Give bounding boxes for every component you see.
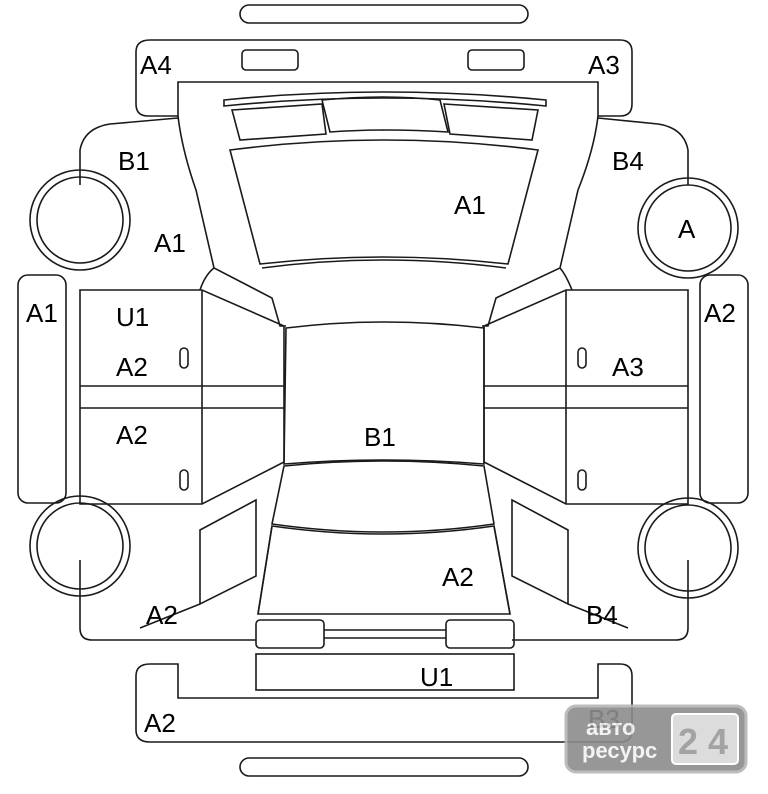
label-a1-left-pillar: A1 xyxy=(154,228,186,258)
rear-right-tail-light xyxy=(445,619,515,649)
front-right-wheel-inner xyxy=(644,184,732,272)
left-doors-outline xyxy=(79,289,285,505)
watermark-line2: ресурс xyxy=(582,738,657,763)
label-a4-front-bumper-left: A4 xyxy=(140,50,172,80)
label-b1-roof: B1 xyxy=(364,422,396,452)
label-b1-front-left-fender: B1 xyxy=(118,146,150,176)
label-a3-front-bumper-right: A3 xyxy=(588,50,620,80)
front-left-wheel-inner xyxy=(36,176,124,264)
label-a1-hood: A1 xyxy=(454,190,486,220)
windshield-right-pane xyxy=(443,103,539,141)
rear-right-wheel-inner xyxy=(644,504,732,592)
rear-right-quarter-window xyxy=(511,498,569,606)
rear-left-wheel-inner xyxy=(36,502,124,590)
tail-panel xyxy=(255,653,515,691)
label-a1-left-rocker: A1 xyxy=(26,298,58,328)
rear-right-wheel-outer xyxy=(637,497,739,599)
label-a2-rear-left-door: A2 xyxy=(116,420,148,450)
label-b4-rear-right-fender: B4 xyxy=(586,600,618,630)
front-left-fender xyxy=(79,115,286,327)
rear-left-tail-light xyxy=(255,619,325,649)
windshield-left-pane xyxy=(230,103,327,141)
label-u1-front-left-door: U1 xyxy=(116,302,149,332)
label-a-front-right-wheel: A xyxy=(678,214,696,244)
left-rocker-panel xyxy=(17,274,67,504)
label-u1-tail-panel: U1 xyxy=(420,662,453,692)
hood xyxy=(228,139,540,265)
watermark-line1: авто xyxy=(586,715,635,740)
front-right-fender xyxy=(482,115,689,327)
rear-left-door-handle xyxy=(179,469,189,491)
label-a2-front-left-door: A2 xyxy=(116,352,148,382)
rear-left-fender xyxy=(79,525,273,641)
label-a2-rear-left-fender: A2 xyxy=(146,600,178,630)
label-a3-front-right-door: A3 xyxy=(612,352,644,382)
front-left-wheel-outer xyxy=(29,169,131,271)
front-right-wheel-outer xyxy=(637,177,739,279)
label-a2-right-rocker: A2 xyxy=(704,298,736,328)
right-rocker-panel xyxy=(699,274,749,504)
rear-right-fender xyxy=(493,525,689,641)
windshield-center-pane xyxy=(320,96,450,133)
watermark-digit-box xyxy=(671,713,739,765)
label-a2-rear-bumper-left: A2 xyxy=(144,708,176,738)
front-right-fog-light xyxy=(467,49,525,71)
rear-left-quarter-window xyxy=(199,498,257,606)
front-right-door-handle xyxy=(577,347,587,369)
roof xyxy=(283,321,485,465)
trunk-lid xyxy=(257,525,511,615)
watermark-digit1: 2 xyxy=(678,721,698,762)
rear-bumper xyxy=(135,663,633,743)
rear-bumper-strip xyxy=(239,757,529,777)
label-a2-trunk: A2 xyxy=(442,562,474,592)
watermark-logo: авто ресурс 2 4 xyxy=(564,704,748,774)
rear-window xyxy=(271,460,495,533)
label-b4-front-right-fender: B4 xyxy=(612,146,644,176)
front-left-door-handle xyxy=(179,347,189,369)
windshield-top-trim xyxy=(223,91,547,107)
watermark-digit2: 4 xyxy=(708,721,728,762)
front-bumper-strip xyxy=(239,4,529,24)
rear-left-wheel-outer xyxy=(29,495,131,597)
front-left-fog-light xyxy=(241,49,299,71)
front-bumper xyxy=(135,39,633,117)
hood-rear-line xyxy=(261,259,507,269)
rear-right-door-handle xyxy=(577,469,587,491)
